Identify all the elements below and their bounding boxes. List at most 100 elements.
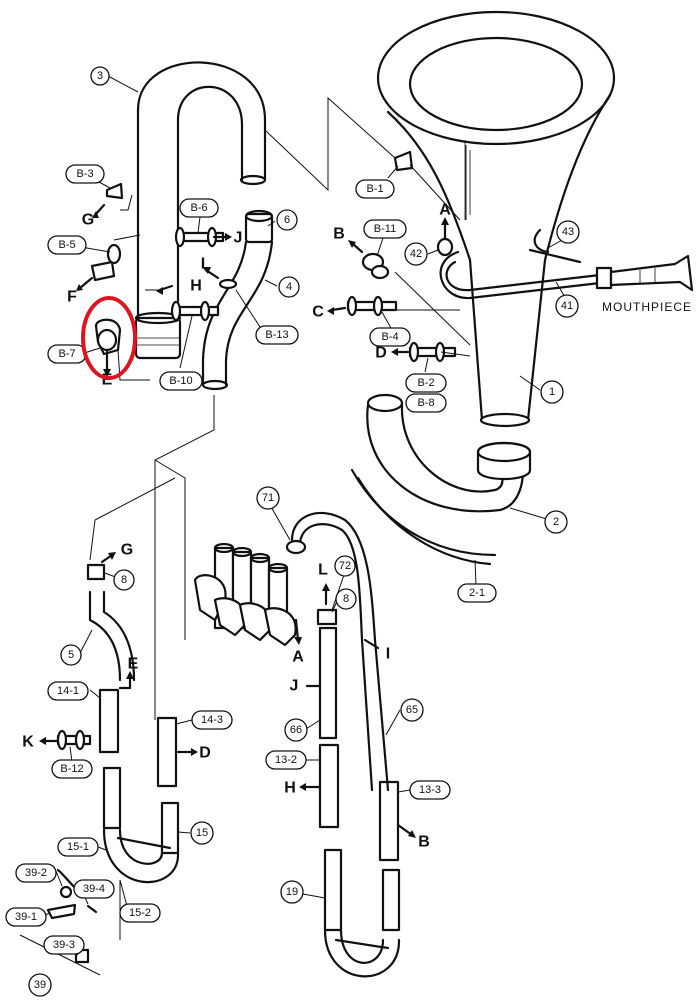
tube-4 [201,209,274,391]
svg-text:71: 71 [262,492,274,504]
callout-c5: 5 [60,644,82,666]
svg-text:B-5: B-5 [58,239,75,251]
letter-I1: I [201,256,205,273]
svg-text:19: 19 [286,886,298,898]
callout-cB3: B-3 [65,164,105,184]
svg-text:39-1: 39-1 [15,911,37,923]
svg-text:39-2: 39-2 [25,867,47,879]
callout-c132: 13-2 [265,750,307,770]
svg-text:5: 5 [68,649,74,661]
callout-cB13: B-13 [255,325,299,345]
svg-text:B-6: B-6 [190,202,207,214]
callout-c6: 6 [276,209,298,231]
letter-C: C [312,304,324,321]
letter-A2: A [292,649,304,666]
callout-c394: 39-4 [73,879,115,899]
callout-c391: 39-1 [5,907,47,927]
svg-text:B-3: B-3 [76,168,93,180]
svg-text:B-1: B-1 [366,183,383,195]
highlight-circle [81,296,137,380]
letter-H2: H [284,780,296,797]
svg-text:B-10: B-10 [169,375,192,387]
svg-text:B-7: B-7 [58,348,75,360]
letter-E2: E [128,656,139,673]
callout-cB7: B-7 [47,344,87,364]
svg-text:65: 65 [406,704,418,716]
callout-c393: 39-3 [43,935,85,955]
svg-text:2-1: 2-1 [469,587,485,599]
callout-c133: 13-3 [409,780,451,800]
small-parts [19,150,457,976]
svg-text:13-3: 13-3 [419,784,441,796]
svg-text:B-2: B-2 [417,377,434,389]
svg-text:15-1: 15-1 [67,841,89,853]
letter-G2: G [121,542,133,559]
svg-text:B-13: B-13 [265,329,288,341]
svg-text:B-8: B-8 [417,397,434,409]
callout-c65: 65 [400,698,424,722]
svg-text:B-11: B-11 [374,223,396,235]
svg-text:72: 72 [339,560,351,572]
callout-c152: 15-2 [119,903,161,923]
callout-cB1: B-1 [355,179,395,199]
svg-text:2: 2 [553,516,559,528]
callout-cB8: B-8 [405,393,447,413]
callout-c15: 15 [190,821,214,845]
callout-c72: 72 [334,555,356,577]
svg-text:4: 4 [286,281,292,293]
mouthpiece-label: MOUTHPIECE [602,300,692,314]
letter-D1: D [375,345,387,362]
svg-text:14-3: 14-3 [201,714,223,726]
tube-2 [350,393,532,566]
svg-text:39: 39 [34,979,46,991]
svg-text:3: 3 [97,70,103,82]
leadpipe [436,228,694,300]
callout-cB2: B-2 [405,373,447,393]
tube-3 [134,61,267,360]
letter-I2: I [386,646,390,663]
svg-text:42: 42 [410,248,422,260]
bell [376,10,616,428]
valve-cluster [193,542,297,647]
letter-H1: H [190,278,202,295]
letter-J1: J [234,230,243,247]
svg-text:B-4: B-4 [381,331,398,343]
callout-cB10: B-10 [159,371,203,391]
svg-text:8: 8 [343,593,349,605]
callout-c8b: 8 [335,588,357,610]
svg-text:66: 66 [290,724,302,736]
callout-cB12: B-12 [51,759,93,779]
callout-cB6: B-6 [179,198,219,218]
tube-71-crook [285,511,390,792]
svg-text:41: 41 [561,300,573,312]
letter-L1: L [318,562,328,579]
letter-K: K [22,734,34,751]
callout-c19: 19 [280,880,304,904]
callout-cB4: B-4 [369,327,411,347]
callout-c1: 1 [540,380,564,404]
callout-c151: 15-1 [57,837,99,857]
svg-text:43: 43 [562,226,574,238]
callout-c39: 39 [28,973,52,997]
callout-c41: 41 [555,294,579,318]
callout-c3: 3 [90,66,110,86]
svg-text:13-2: 13-2 [275,754,297,766]
arrows [39,203,449,838]
slide-tubes-left [56,563,180,897]
svg-text:39-3: 39-3 [53,939,75,951]
callout-c4: 4 [278,276,300,298]
svg-text:15-2: 15-2 [129,907,151,919]
callout-c71: 71 [256,486,280,510]
svg-text:8: 8 [121,574,127,586]
callout-c392: 39-2 [15,863,57,883]
letter-B2: B [418,834,430,851]
letter-G1: G [82,212,94,229]
letter-B1: B [333,226,345,243]
callout-c8a: 8 [113,569,135,591]
svg-text:6: 6 [284,214,290,226]
callout-c143: 14-3 [191,710,233,730]
svg-text:B-12: B-12 [60,763,83,775]
callout-cB11: B-11 [363,219,407,239]
letter-J2: J [290,678,299,695]
